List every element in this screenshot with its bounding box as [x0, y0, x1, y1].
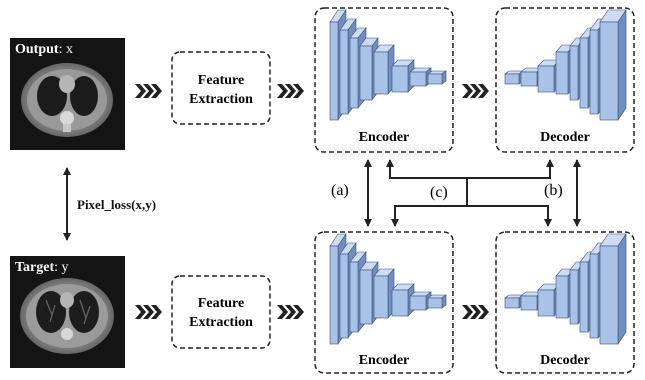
target-ct-image: Target: y [10, 256, 125, 368]
svg-text:Output: x: Output: x [15, 42, 73, 57]
pixel-loss-label: Pixel_loss(x,y) [77, 197, 156, 212]
feature-box-top-line2: Extraction [189, 92, 253, 107]
encoder-label-top: Encoder [359, 130, 410, 145]
output-ct-image: Output: x [10, 38, 125, 150]
svg-text:Target: y: Target: y [15, 260, 69, 275]
decoder-layer-block [599, 9, 627, 121]
decoder-layers-top [504, 9, 627, 121]
chevron-arrow-bottom-2 [277, 305, 304, 319]
feature-extraction-box-bottom: Feature Extraction [171, 275, 271, 349]
encoder-layer-block [427, 70, 447, 85]
encoder-layers-top [329, 9, 447, 121]
encoder-layer-block [373, 44, 395, 95]
connection-c-label: (c) [430, 184, 448, 201]
decoder-layer-block [537, 283, 561, 317]
connection-b-label: (b) [544, 182, 563, 199]
decoder-label-top: Decoder [540, 130, 590, 145]
chevron-arrow-bottom-1 [135, 305, 162, 319]
decoder-label-bottom: Decoder [540, 353, 590, 368]
chevron-arrow-top-1 [135, 84, 162, 98]
encoder-layer-block [373, 268, 395, 319]
feature-box-bottom-line2: Extraction [189, 315, 253, 330]
decoder-layer-block [504, 294, 524, 309]
target-label-rest: : y [54, 260, 68, 275]
encoder-layer-block [427, 294, 447, 309]
target-label-bold: Target [15, 260, 54, 275]
decoder-layer-block [599, 233, 627, 345]
chevron-arrow-top-2 [277, 84, 304, 98]
output-label-bold: Output [15, 42, 59, 57]
chevron-arrow-bottom-3 [462, 305, 489, 319]
encoder-layers-bottom [329, 233, 447, 345]
feature-box-bottom-line1: Feature [198, 296, 244, 311]
chevron-arrow-top-3 [462, 84, 489, 98]
decoder-layer-block [504, 70, 524, 85]
feature-box-top-line1: Feature [198, 73, 244, 88]
decoder-layers-bottom [504, 233, 627, 345]
connection-a-label: (a) [331, 182, 349, 199]
encoder-label-bottom: Encoder [359, 353, 410, 368]
output-label-rest: : x [59, 42, 73, 57]
connection-c-arrows [386, 159, 554, 227]
feature-extraction-box-top: Feature Extraction [171, 51, 271, 125]
